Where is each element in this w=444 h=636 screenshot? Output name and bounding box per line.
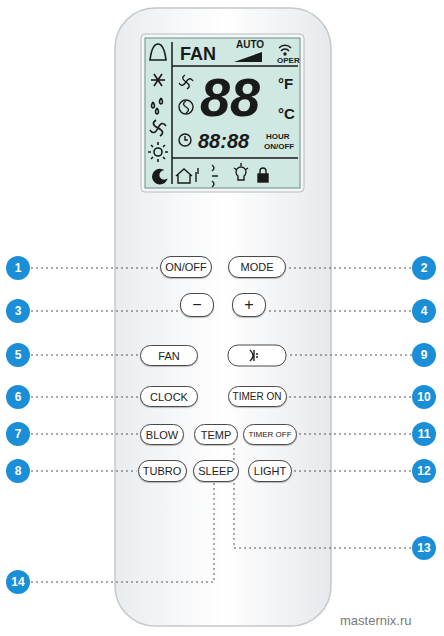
button-label: ON/OFF [165, 261, 207, 273]
callout-number: 14 [6, 570, 30, 594]
callout-number: 10 [412, 385, 436, 409]
callout-number: 8 [6, 459, 30, 483]
lcd-label: ON/OFF [264, 142, 294, 151]
callout-number: 7 [6, 422, 30, 446]
leader-line [31, 311, 179, 312]
leader-line [31, 471, 137, 472]
callout-number: 3 [6, 299, 30, 323]
button-label: TIMER ON [233, 391, 282, 402]
remote-button: − [180, 293, 214, 317]
remote-button: BLOW [140, 424, 184, 445]
lcd-text: °F [278, 76, 293, 91]
lcd-text: 88 [200, 70, 260, 124]
remote-button: TIMER OFF [243, 424, 297, 445]
button-label: MODE [241, 261, 274, 273]
lcd-signal-icon [279, 45, 291, 55]
lcd-label: 88 [200, 67, 260, 127]
leader-line [31, 268, 159, 269]
lcd-screen [145, 38, 300, 188]
callout-number: 4 [412, 299, 436, 323]
callout-text: 7 [15, 427, 22, 441]
watermark-text: masternix.ru [340, 613, 412, 628]
callout-text: 4 [421, 304, 428, 318]
watermark: masternix.ru [340, 614, 412, 627]
remote-button: SLEEP [193, 460, 239, 482]
leader-line [287, 268, 411, 269]
lcd-frame [141, 34, 304, 192]
leader-line [267, 311, 411, 312]
button-label: TUBRO [143, 465, 182, 477]
callout-number: 2 [412, 256, 436, 280]
leader-line [288, 355, 412, 356]
remote-button: ON/OFF [160, 256, 212, 278]
callout-text: 9 [421, 348, 428, 362]
callout-text: 14 [11, 575, 24, 589]
leader-line [298, 434, 411, 435]
remote-button: TEMP [194, 424, 238, 445]
lcd-label: HOUR [266, 132, 290, 141]
callout-number: 1 [6, 256, 30, 280]
lcd-label: AUTO [236, 39, 264, 50]
button-label: CLOCK [150, 391, 188, 403]
leader-line [31, 434, 139, 435]
swing-button-shape [228, 345, 286, 366]
button-label: LIGHT [254, 465, 286, 477]
lcd-label: °C [278, 105, 295, 122]
leader-line [31, 483, 214, 582]
remote-button: LIGHT [248, 460, 292, 482]
callout-number: 6 [6, 385, 30, 409]
button-label: FAN [158, 350, 179, 362]
remote-button: FAN [140, 345, 198, 366]
button-label: TEMP [201, 429, 232, 441]
remote-button: CLOCK [140, 386, 198, 407]
lcd-text: AUTO [236, 40, 264, 50]
lcd-text: ON/OFF [264, 143, 294, 151]
callout-text: 8 [15, 464, 22, 478]
remote-button: + [232, 293, 266, 317]
lcd-mode-icons [148, 44, 168, 184]
lcd-label: 88:88 [198, 130, 249, 152]
callout-number: 11 [412, 422, 436, 446]
lcd-label: FAN [180, 44, 216, 64]
lcd-label: °F [278, 75, 293, 92]
remote-body [115, 8, 331, 626]
callout-text: 12 [417, 464, 430, 478]
callout-text: 6 [15, 390, 22, 404]
button-label: + [244, 296, 253, 314]
lcd-text: OPER [277, 57, 300, 65]
callout-text: 1 [15, 261, 22, 275]
lcd-fan-bars [234, 52, 262, 62]
lcd-text: 88:88 [198, 131, 249, 151]
callout-text: 13 [417, 541, 430, 555]
callout-text: 11 [418, 427, 431, 441]
remote-button: MODE [228, 256, 286, 278]
callout-text: 10 [417, 390, 430, 404]
lcd-text: FAN [180, 45, 216, 63]
remote-button: TUBRO [138, 460, 187, 482]
callout-number: 9 [412, 343, 436, 367]
leader-line [234, 446, 411, 548]
lcd-label: OPER [277, 56, 300, 65]
callout-text: 2 [421, 261, 428, 275]
button-label: TIMER OFF [248, 430, 291, 439]
swing-button [228, 345, 286, 366]
button-label: − [192, 296, 201, 314]
callout-text: 3 [15, 304, 22, 318]
callout-number: 13 [412, 536, 436, 560]
leader-line [31, 355, 139, 356]
leader-line [31, 397, 139, 398]
lcd-text: HOUR [266, 133, 290, 141]
leader-line [288, 397, 412, 398]
callout-number: 5 [6, 343, 30, 367]
lcd-text: °C [278, 106, 295, 121]
leader-line [293, 471, 411, 472]
lcd-status-icons [176, 163, 268, 187]
lcd-fan-icons [179, 75, 193, 146]
button-label: SLEEP [198, 465, 233, 477]
button-label: BLOW [146, 429, 178, 441]
remote-button: TIMER ON [228, 386, 287, 407]
callout-number: 12 [412, 459, 436, 483]
callout-text: 5 [15, 348, 22, 362]
swing-icon [250, 350, 258, 361]
